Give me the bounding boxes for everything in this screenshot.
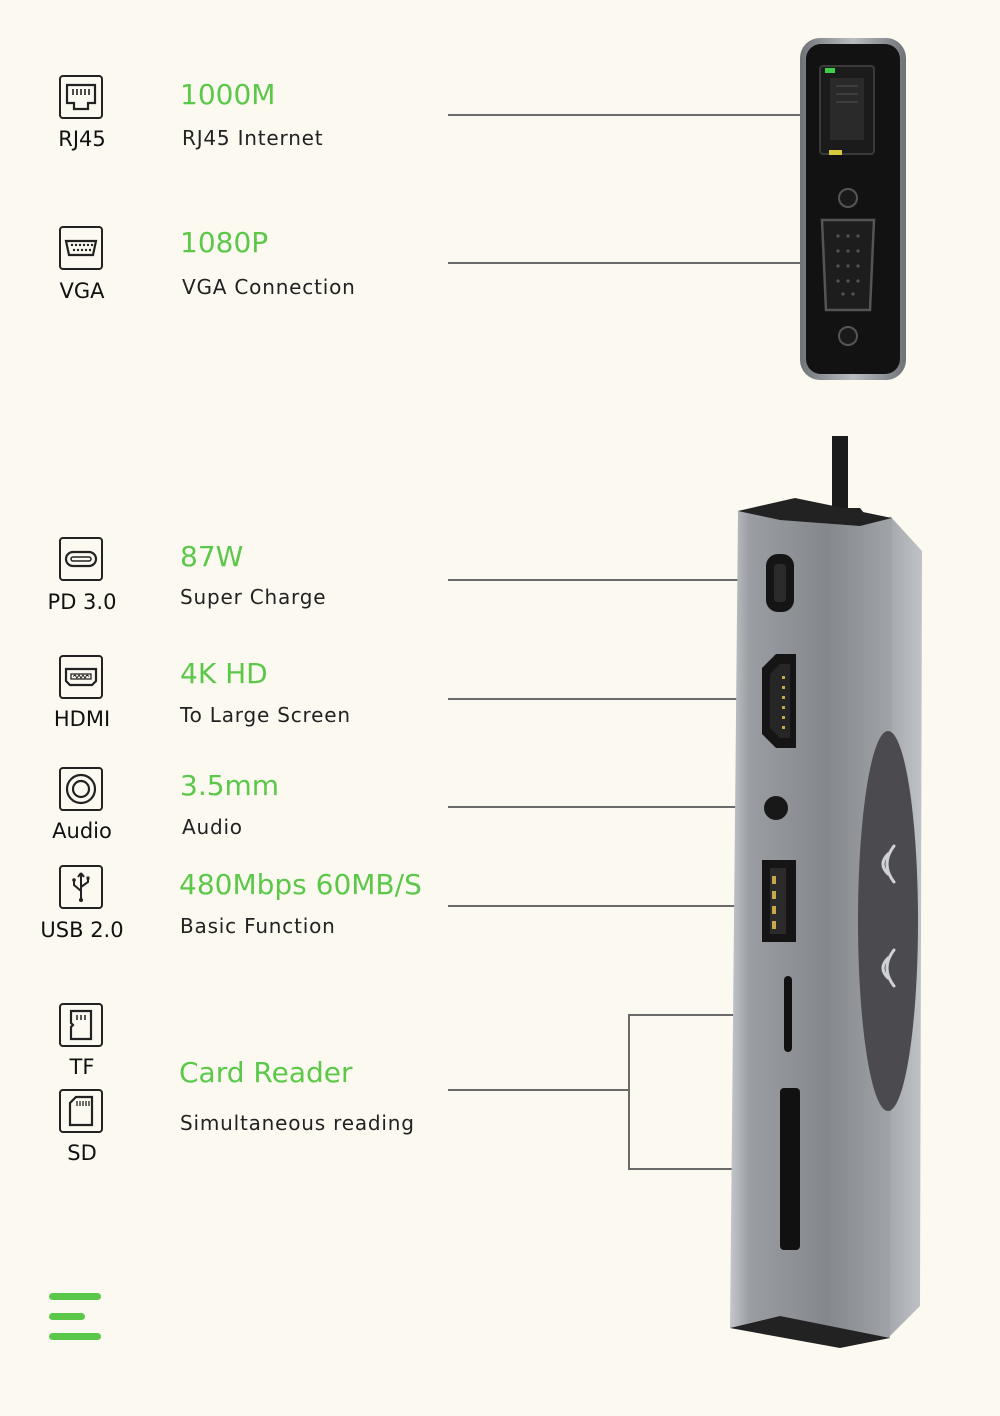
tf-card-icon bbox=[59, 1003, 103, 1047]
pd-label: PD 3.0 bbox=[47, 590, 117, 614]
rj45-leader-line bbox=[448, 114, 810, 116]
usb-subtitle: Basic Function bbox=[180, 914, 336, 938]
rj45-icon bbox=[59, 75, 103, 119]
vga-subtitle: VGA Connection bbox=[182, 275, 356, 299]
usb-headline: 480Mbps 60MB/S bbox=[179, 868, 422, 901]
card-reader-subtitle: Simultaneous reading bbox=[180, 1111, 415, 1135]
tf-bracket-line bbox=[628, 1014, 764, 1016]
vga-leader-line bbox=[448, 262, 810, 264]
usb-leader-line bbox=[448, 905, 753, 907]
usb-c-icon bbox=[59, 537, 103, 581]
vga-icon bbox=[59, 226, 103, 270]
hdmi-leader-line bbox=[448, 698, 758, 700]
pd-subtitle: Super Charge bbox=[180, 585, 327, 609]
tf-label: TF bbox=[69, 1055, 95, 1079]
hub-end-view-image bbox=[800, 38, 906, 380]
card-reader-headline: Card Reader bbox=[179, 1056, 353, 1089]
sd-card-icon bbox=[59, 1089, 103, 1133]
rj45-subtitle: RJ45 Internet bbox=[182, 126, 324, 150]
hub-side-view-image bbox=[730, 436, 922, 1348]
audio-leader-line bbox=[448, 806, 754, 808]
pd-leader-line bbox=[448, 579, 766, 581]
usb-icon bbox=[59, 865, 103, 909]
sd-bracket-line bbox=[628, 1168, 764, 1170]
audio-headline: 3.5mm bbox=[180, 769, 280, 802]
audio-subtitle: Audio bbox=[182, 815, 243, 839]
vga-label: VGA bbox=[59, 279, 105, 303]
usb-label: USB 2.0 bbox=[40, 918, 124, 942]
hdmi-label: HDMI bbox=[53, 707, 111, 731]
hdmi-subtitle: To Large Screen bbox=[180, 703, 351, 727]
sd-label: SD bbox=[67, 1141, 97, 1165]
hdmi-icon bbox=[59, 655, 103, 699]
audio-label: Audio bbox=[52, 819, 112, 843]
hdmi-headline: 4K HD bbox=[180, 657, 268, 690]
rj45-headline: 1000M bbox=[180, 78, 276, 111]
pd-headline: 87W bbox=[180, 540, 244, 573]
card-reader-leader-line bbox=[448, 1089, 629, 1091]
hamburger-menu-icon[interactable] bbox=[48, 1291, 104, 1343]
audio-icon bbox=[59, 767, 103, 811]
vga-headline: 1080P bbox=[180, 226, 269, 259]
rj45-label: RJ45 bbox=[58, 127, 106, 151]
card-reader-bracket bbox=[628, 1015, 630, 1170]
